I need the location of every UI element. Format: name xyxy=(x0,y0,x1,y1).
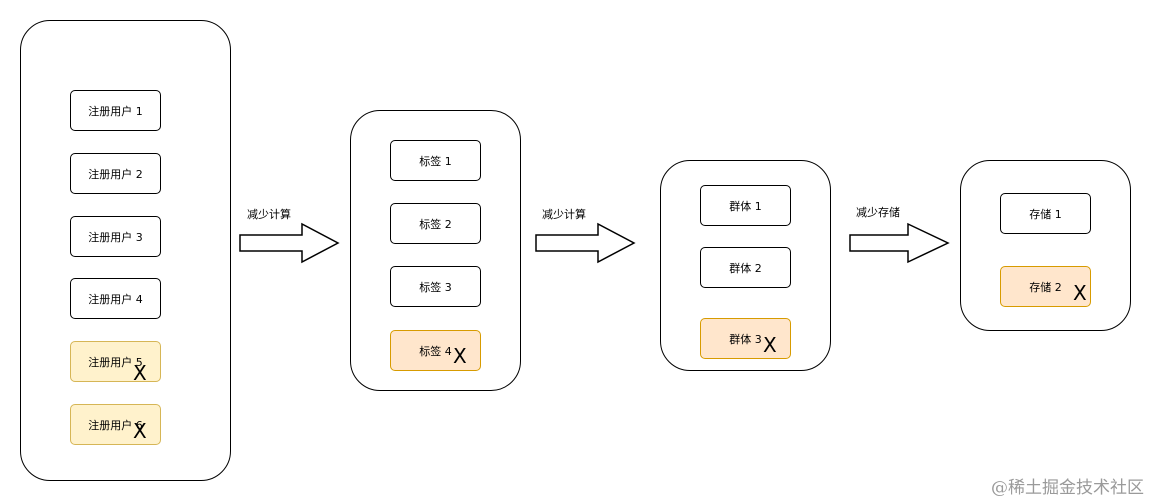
right-arrow-icon xyxy=(239,222,340,264)
stage-item-label: 存储 1 xyxy=(1029,207,1062,221)
stage-item-label: 群体 3 xyxy=(729,332,762,346)
stage-item-label: 注册用户 6 xyxy=(88,418,143,432)
stage-item-user-1[interactable]: 注册用户 1 xyxy=(70,90,161,131)
stage-item-group-3[interactable]: 群体 3 xyxy=(700,318,791,359)
stage-item-tag-1[interactable]: 标签 1 xyxy=(390,140,481,181)
arrow-label: 减少存储 xyxy=(856,206,900,219)
stage-item-user-6[interactable]: 注册用户 6 xyxy=(70,404,161,445)
stage-item-label: 注册用户 4 xyxy=(88,292,143,306)
stage-item-label: 标签 1 xyxy=(419,154,452,168)
stage-item-user-4[interactable]: 注册用户 4 xyxy=(70,278,161,319)
stage-item-label: 群体 2 xyxy=(729,261,762,275)
stage-item-label: 标签 4 xyxy=(419,344,452,358)
right-arrow-icon xyxy=(535,222,636,264)
arrow-label: 减少计算 xyxy=(247,208,291,221)
stage-item-storage-2[interactable]: 存储 2 xyxy=(1000,266,1091,307)
stage-item-tag-2[interactable]: 标签 2 xyxy=(390,203,481,244)
arrow-label: 减少计算 xyxy=(542,208,586,221)
watermark: @稀土掘金技术社区 xyxy=(991,478,1144,498)
stage-item-label: 群体 1 xyxy=(729,199,762,213)
stage-item-label: 注册用户 3 xyxy=(88,230,143,244)
stage-item-label: 标签 3 xyxy=(419,280,452,294)
right-arrow-icon xyxy=(849,222,950,264)
stage-item-label: 标签 2 xyxy=(419,217,452,231)
stage-item-label: 注册用户 5 xyxy=(88,355,143,369)
stage-item-label: 存储 2 xyxy=(1029,280,1062,294)
stage-item-label: 注册用户 1 xyxy=(88,104,143,118)
stage-item-tag-4[interactable]: 标签 4 xyxy=(390,330,481,371)
stage-item-storage-1[interactable]: 存储 1 xyxy=(1000,193,1091,234)
stage-item-group-1[interactable]: 群体 1 xyxy=(700,185,791,226)
stage-item-label: 注册用户 2 xyxy=(88,167,143,181)
stage-item-user-2[interactable]: 注册用户 2 xyxy=(70,153,161,194)
stage-item-group-2[interactable]: 群体 2 xyxy=(700,247,791,288)
stage-item-user-3[interactable]: 注册用户 3 xyxy=(70,216,161,257)
stage-item-tag-3[interactable]: 标签 3 xyxy=(390,266,481,307)
stage-item-user-5[interactable]: 注册用户 5 xyxy=(70,341,161,382)
